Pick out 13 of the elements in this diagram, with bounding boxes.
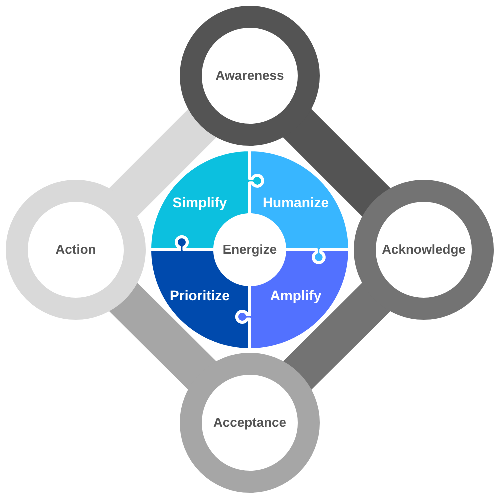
node-label: Awareness [216, 68, 284, 84]
piece-label: Amplify [270, 288, 322, 304]
piece-label: Prioritize [170, 288, 230, 304]
node-label: Acknowledge [382, 242, 466, 258]
center-label: Energize [222, 242, 278, 258]
thick-connector [109, 283, 217, 390]
piece-label: Humanize [262, 195, 330, 211]
piece-label: Simplify [172, 195, 228, 211]
node-label: Acceptance [214, 416, 286, 430]
thick-connector [283, 109, 391, 217]
thick-connector [283, 283, 391, 390]
thick-connector [109, 109, 217, 217]
node-label: Action [56, 242, 96, 258]
